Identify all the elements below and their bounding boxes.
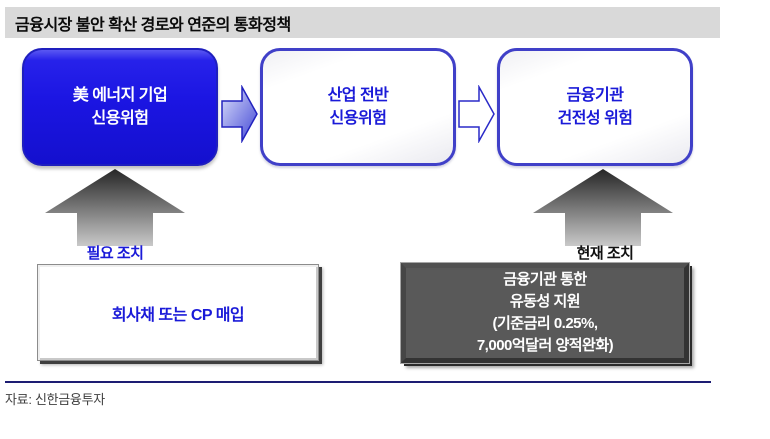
measure-box-bond-cp-purchase: 회사채 또는 CP 매입 bbox=[37, 264, 319, 361]
source-citation: 자료: 신한금융투자 bbox=[5, 392, 105, 407]
up-arrow-icon bbox=[533, 169, 673, 246]
diagram-title-bar: 금융시장 불안 확산 경로와 연준의 통화정책 bbox=[5, 7, 720, 38]
flow-box-financial-soundness-risk: 금융기관 건전성 위험 bbox=[497, 48, 693, 166]
measure-box-line: 유동성 지원 bbox=[509, 293, 581, 310]
measure-box-line: 금융기관 통한 bbox=[503, 271, 587, 288]
flow-box-line: 신용위험 bbox=[329, 110, 387, 127]
flow-box-industry-credit-risk: 산업 전반 신용위험 bbox=[260, 48, 456, 166]
measure-box-line: (기준금리 0.25%, bbox=[492, 315, 598, 332]
diagram-title: 금융시장 불안 확산 경로와 연준의 통화정책 bbox=[15, 16, 291, 34]
flow-box-line: 신용위험 bbox=[91, 110, 149, 127]
label-needed-measure: 필요 조치 bbox=[86, 245, 144, 262]
measure-box-liquidity-support: 금융기관 통한 유동성 지원 (기준금리 0.25%, 7,000억달러 양적완… bbox=[400, 262, 690, 364]
right-arrow-outline-icon bbox=[458, 84, 495, 144]
measure-box-text: 회사채 또는 CP 매입 bbox=[111, 306, 245, 324]
flow-box-us-energy-credit-risk: 美 에너지 기업 신용위험 bbox=[22, 48, 218, 166]
measure-box-line: 7,000억달러 양적완화) bbox=[476, 337, 614, 354]
divider bbox=[5, 381, 711, 383]
right-arrow-icon bbox=[221, 84, 258, 144]
up-arrow-icon bbox=[45, 169, 185, 246]
flow-box-line: 건전성 위험 bbox=[557, 110, 633, 127]
label-current-measure: 현재 조치 bbox=[576, 245, 634, 262]
flow-box-line: 美 에너지 기업 bbox=[72, 87, 168, 104]
flow-box-line: 산업 전반 bbox=[327, 87, 389, 104]
flow-box-line: 금융기관 bbox=[566, 87, 624, 104]
